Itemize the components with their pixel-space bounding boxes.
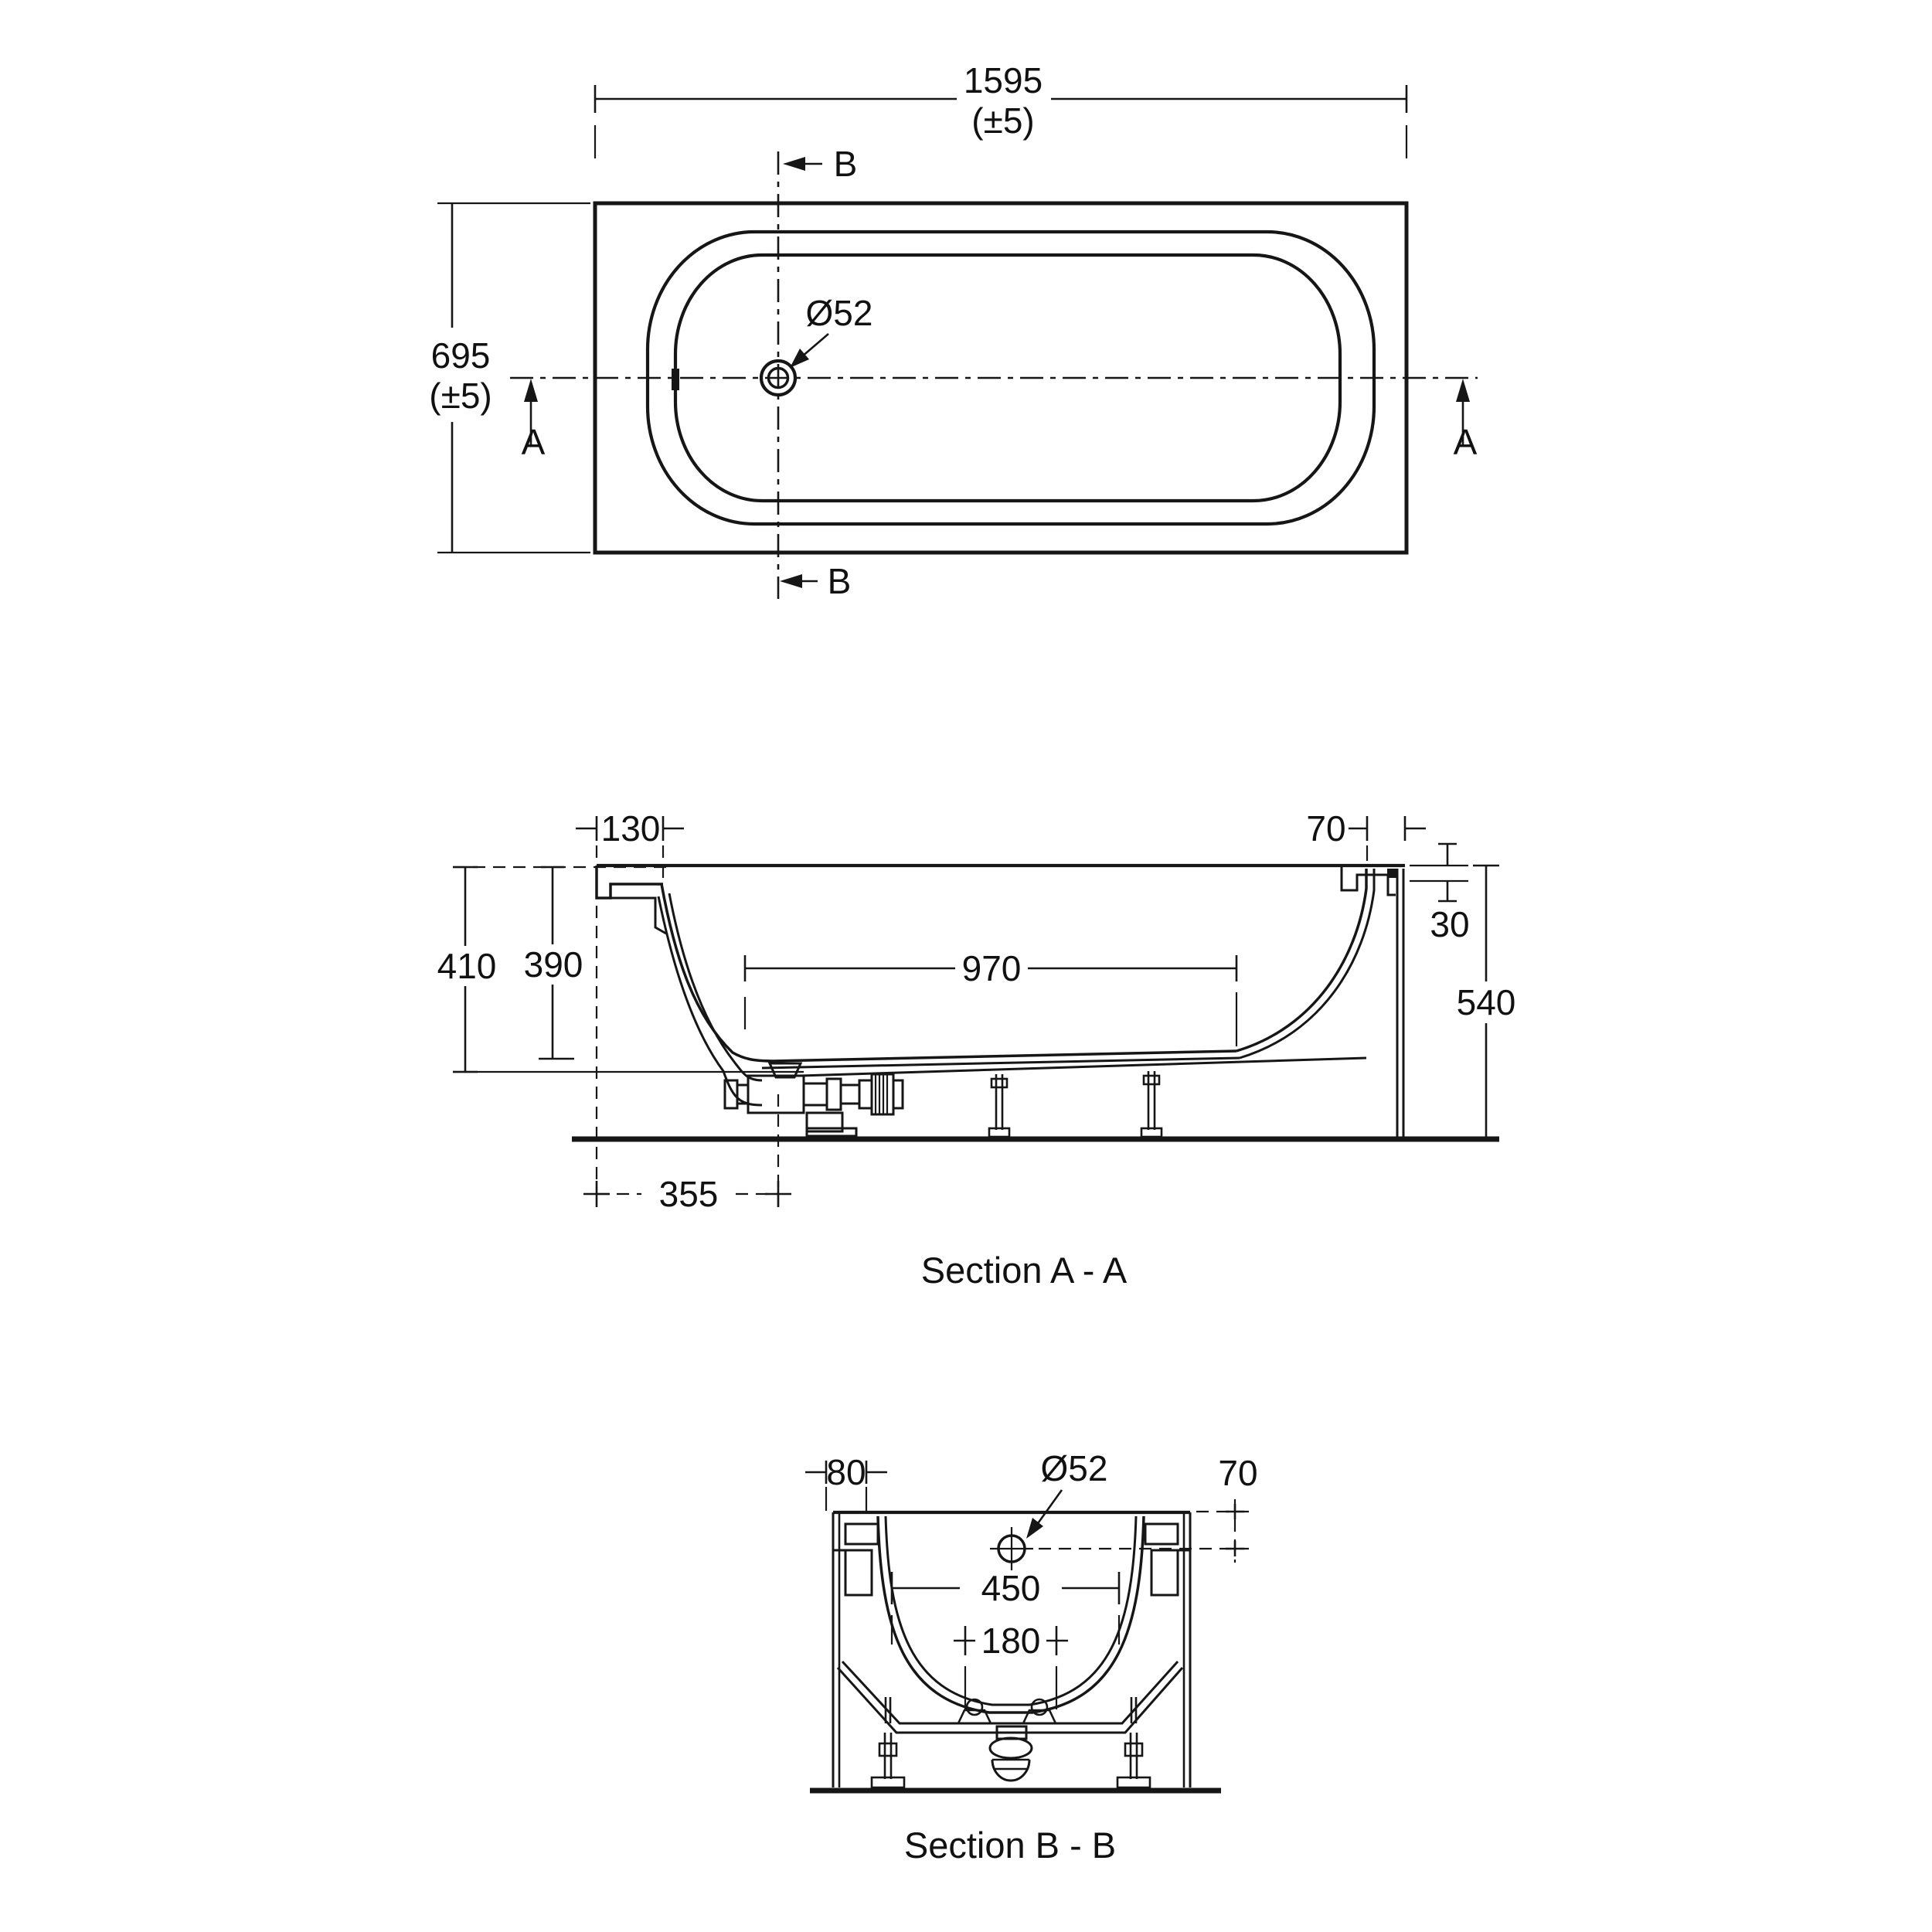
section-marker-b-bottom: B — [780, 561, 851, 601]
overflow-mark — [672, 369, 679, 390]
arrow-left-icon — [780, 574, 802, 588]
section-bb-caption: Section B - B — [904, 1825, 1116, 1866]
dim-lip-30: 30 — [1410, 842, 1470, 944]
dim-rim-side-80: 80 — [805, 1452, 887, 1511]
marker-a-right-text: A — [1454, 422, 1478, 462]
left-skirt-bracket — [832, 1512, 879, 1787]
saddle-support — [957, 1698, 992, 1724]
cradle-frame — [836, 1660, 1184, 1734]
dim-540-text: 540 — [1457, 982, 1516, 1022]
dim-70bb-text: 70 — [1218, 1453, 1257, 1493]
dim-970-text: 970 — [962, 948, 1022, 988]
marker-b-top-text: B — [834, 144, 858, 184]
dim-355-text: 355 — [659, 1174, 719, 1214]
section-marker-a-left: A — [522, 379, 546, 462]
drain-dia-bb-text: Ø52 — [1041, 1448, 1108, 1488]
saddle-support — [1022, 1698, 1057, 1724]
right-wall — [1236, 869, 1376, 1060]
leader-arrowhead-icon — [790, 349, 809, 368]
dim-length-value: 1595 — [964, 60, 1043, 100]
section-marker-a-right: A — [1454, 379, 1478, 462]
top-view: Ø52 1595 (±5) 695 (±5) A — [429, 60, 1478, 601]
dim-390-text: 390 — [524, 944, 583, 985]
dim-top-width-450: 450 — [890, 1568, 1121, 1645]
dim-70aa-text: 70 — [1306, 808, 1345, 849]
section-aa-caption: Section A - A — [921, 1250, 1128, 1291]
section-bb-view: Ø52 70 80 — [805, 1448, 1258, 1866]
basin-floor — [761, 1049, 1367, 1077]
dim-flat-bottom-970: 970 — [743, 948, 1238, 1046]
marker-a-left-text: A — [522, 422, 546, 462]
label-drain-diameter-plan: Ø52 — [790, 293, 872, 368]
ribbed-coupling — [870, 1073, 895, 1116]
section-marker-b-top: B — [783, 144, 857, 184]
arrow-left-icon — [783, 157, 805, 171]
dim-30-text: 30 — [1430, 904, 1469, 944]
dim-rim-foot-70: 70 — [1306, 808, 1426, 861]
drain-section — [990, 1527, 1033, 1570]
dim-width-tolerance: (±5) — [429, 376, 492, 416]
dim-drain-offset-355: 355 — [583, 1094, 791, 1214]
support-leg — [988, 1074, 1011, 1138]
left-rim-lip — [595, 866, 667, 935]
dim-width-value: 695 — [431, 335, 491, 376]
dim-width-695: 695 (±5) — [429, 202, 590, 554]
dim-length-tolerance: (±5) — [971, 100, 1034, 141]
support-leg — [1140, 1071, 1163, 1138]
frame-leg — [870, 1697, 906, 1789]
dim-410-text: 410 — [437, 946, 497, 986]
drain-plan — [759, 359, 798, 397]
arrow-up-icon — [1456, 379, 1470, 402]
bottle-trap — [988, 1725, 1033, 1782]
right-rim-lip-skirt — [1340, 866, 1405, 1138]
dim-height-540: 540 — [1457, 864, 1516, 1141]
label-drain-diameter-section: Ø52 — [1026, 1448, 1107, 1539]
leader-arrowhead-icon — [1026, 1518, 1043, 1539]
basin-u-section — [876, 1515, 1145, 1714]
dim-bottom-width-180: 180 — [954, 1621, 1068, 1709]
drain-dia-text: Ø52 — [806, 293, 873, 333]
arrow-up-icon — [524, 379, 538, 402]
section-aa-view: 130 70 30 540 — [437, 808, 1516, 1291]
dim-depth-390: 390 — [524, 866, 583, 1060]
marker-b-bottom-text: B — [828, 561, 852, 601]
dim-rim-to-drain-70: 70 — [1039, 1453, 1258, 1563]
dim-450-text: 450 — [981, 1568, 1041, 1608]
dim-80-text: 80 — [826, 1452, 866, 1492]
dim-130-text: 130 — [601, 808, 661, 849]
right-skirt-bracket — [1144, 1512, 1192, 1787]
dim-length-1595: 1595 (±5) — [594, 60, 1408, 158]
dim-rim-head-130: 130 — [576, 808, 684, 1190]
frame-leg — [1116, 1697, 1151, 1789]
dim-180-text: 180 — [981, 1621, 1041, 1661]
